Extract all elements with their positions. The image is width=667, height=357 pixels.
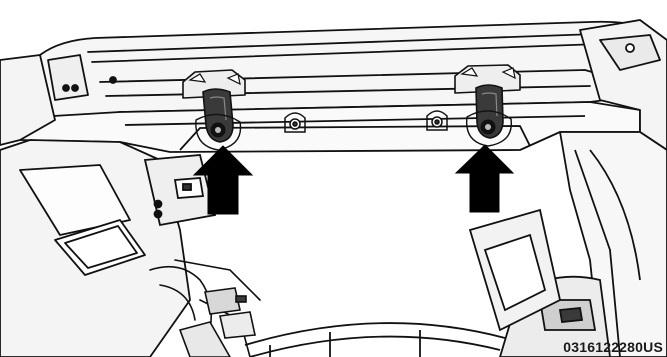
windshield-bottom: [245, 323, 505, 357]
figure-id-label: 0316122280US: [563, 339, 663, 355]
